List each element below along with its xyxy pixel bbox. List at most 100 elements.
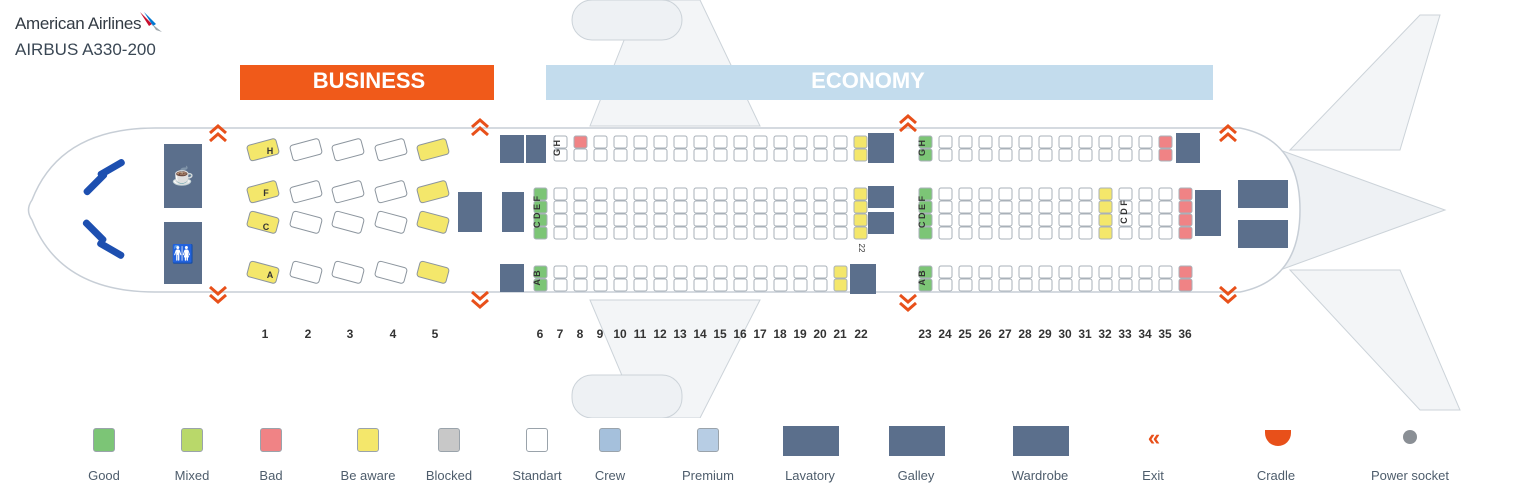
economy-seat[interactable] — [1018, 200, 1033, 214]
economy-seat[interactable] — [918, 135, 933, 149]
economy-seat[interactable] — [1038, 148, 1053, 162]
economy-seat[interactable] — [918, 265, 933, 279]
economy-seat[interactable] — [773, 265, 788, 279]
economy-seat[interactable] — [693, 148, 708, 162]
economy-seat[interactable] — [1018, 148, 1033, 162]
economy-seat[interactable] — [998, 226, 1013, 240]
economy-seat[interactable] — [693, 213, 708, 227]
economy-seat[interactable] — [773, 226, 788, 240]
economy-seat[interactable] — [713, 200, 728, 214]
economy-seat[interactable] — [813, 226, 828, 240]
economy-seat[interactable] — [853, 200, 868, 214]
economy-seat[interactable] — [1038, 187, 1053, 201]
economy-seat[interactable] — [813, 148, 828, 162]
economy-seat[interactable] — [1098, 148, 1113, 162]
economy-seat[interactable] — [813, 213, 828, 227]
economy-seat[interactable] — [1158, 213, 1173, 227]
economy-seat[interactable] — [1138, 265, 1153, 279]
economy-seat[interactable] — [693, 265, 708, 279]
economy-seat[interactable] — [633, 135, 648, 149]
economy-seat[interactable] — [1038, 265, 1053, 279]
economy-seat[interactable] — [1078, 148, 1093, 162]
economy-seat[interactable] — [573, 135, 588, 149]
economy-seat[interactable] — [593, 278, 608, 292]
economy-seat[interactable] — [773, 213, 788, 227]
economy-seat[interactable] — [1138, 148, 1153, 162]
economy-seat[interactable] — [1078, 265, 1093, 279]
economy-seat[interactable] — [573, 200, 588, 214]
economy-seat[interactable] — [593, 213, 608, 227]
business-seat[interactable] — [416, 180, 450, 204]
economy-seat[interactable] — [938, 148, 953, 162]
economy-seat[interactable] — [713, 226, 728, 240]
economy-seat[interactable] — [853, 148, 868, 162]
economy-seat[interactable] — [1138, 187, 1153, 201]
economy-seat[interactable] — [833, 200, 848, 214]
economy-seat[interactable] — [733, 135, 748, 149]
economy-seat[interactable] — [1098, 187, 1113, 201]
economy-seat[interactable] — [833, 226, 848, 240]
economy-seat[interactable] — [918, 226, 933, 240]
economy-seat[interactable] — [1018, 278, 1033, 292]
economy-seat[interactable] — [853, 213, 868, 227]
economy-seat[interactable] — [1058, 213, 1073, 227]
economy-seat[interactable] — [613, 148, 628, 162]
economy-seat[interactable] — [613, 187, 628, 201]
economy-seat[interactable] — [653, 278, 668, 292]
economy-seat[interactable] — [1178, 200, 1193, 214]
economy-seat[interactable] — [938, 135, 953, 149]
economy-seat[interactable] — [533, 187, 548, 201]
economy-seat[interactable] — [998, 278, 1013, 292]
economy-seat[interactable] — [958, 135, 973, 149]
economy-seat[interactable] — [1078, 278, 1093, 292]
economy-seat[interactable] — [553, 278, 568, 292]
economy-seat[interactable] — [1038, 226, 1053, 240]
economy-seat[interactable] — [753, 200, 768, 214]
economy-seat[interactable] — [1078, 187, 1093, 201]
economy-seat[interactable] — [1138, 278, 1153, 292]
business-seat[interactable] — [246, 210, 280, 234]
economy-seat[interactable] — [593, 187, 608, 201]
economy-seat[interactable] — [753, 278, 768, 292]
economy-seat[interactable] — [793, 200, 808, 214]
business-seat[interactable] — [374, 260, 408, 284]
economy-seat[interactable] — [793, 213, 808, 227]
economy-seat[interactable] — [553, 135, 568, 149]
economy-seat[interactable] — [633, 148, 648, 162]
economy-seat[interactable] — [733, 200, 748, 214]
economy-seat[interactable] — [1038, 135, 1053, 149]
economy-seat[interactable] — [633, 265, 648, 279]
business-seat[interactable] — [331, 260, 365, 284]
economy-seat[interactable] — [733, 226, 748, 240]
economy-seat[interactable] — [1098, 278, 1113, 292]
economy-seat[interactable] — [653, 148, 668, 162]
economy-seat[interactable] — [613, 213, 628, 227]
economy-seat[interactable] — [1018, 135, 1033, 149]
economy-seat[interactable] — [773, 278, 788, 292]
economy-seat[interactable] — [673, 135, 688, 149]
economy-seat[interactable] — [998, 213, 1013, 227]
economy-seat[interactable] — [833, 187, 848, 201]
economy-seat[interactable] — [693, 187, 708, 201]
economy-seat[interactable] — [813, 278, 828, 292]
economy-seat[interactable] — [613, 278, 628, 292]
economy-seat[interactable] — [1118, 213, 1133, 227]
economy-seat[interactable] — [998, 200, 1013, 214]
economy-seat[interactable] — [1018, 187, 1033, 201]
economy-seat[interactable] — [573, 278, 588, 292]
economy-seat[interactable] — [1158, 200, 1173, 214]
economy-seat[interactable] — [1178, 226, 1193, 240]
economy-seat[interactable] — [633, 213, 648, 227]
economy-seat[interactable] — [753, 213, 768, 227]
economy-seat[interactable] — [573, 265, 588, 279]
economy-seat[interactable] — [1038, 200, 1053, 214]
economy-seat[interactable] — [773, 135, 788, 149]
economy-seat[interactable] — [998, 135, 1013, 149]
economy-seat[interactable] — [998, 148, 1013, 162]
economy-seat[interactable] — [853, 226, 868, 240]
economy-seat[interactable] — [653, 200, 668, 214]
economy-seat[interactable] — [553, 187, 568, 201]
economy-seat[interactable] — [733, 213, 748, 227]
economy-seat[interactable] — [833, 278, 848, 292]
economy-seat[interactable] — [593, 135, 608, 149]
